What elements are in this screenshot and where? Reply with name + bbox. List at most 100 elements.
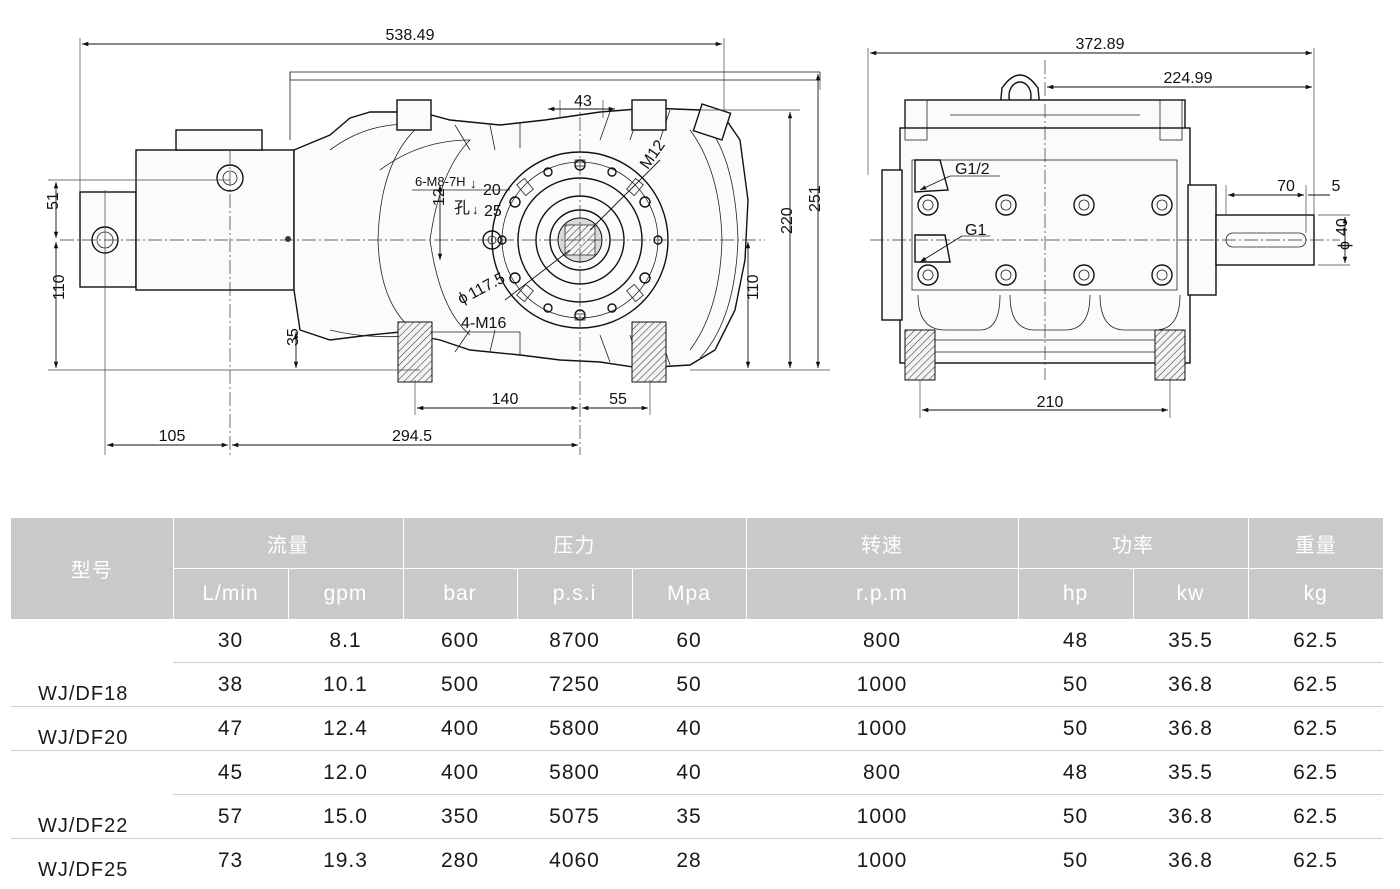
table-cell: 1000 — [746, 838, 1018, 882]
table-cell: 1000 — [746, 706, 1018, 751]
dim-110-left: 110 — [51, 274, 68, 300]
svg-text:↓: ↓ — [472, 202, 479, 217]
table-cell: 62.5 — [1248, 750, 1383, 795]
unit-mpa: Mpa — [631, 568, 746, 619]
dim-51: 51 — [45, 192, 62, 210]
model-name: WJ/DF20 — [11, 706, 173, 751]
dim-12: 12 — [431, 188, 448, 206]
header-weight: 重量 — [1247, 518, 1383, 569]
table-cell: 35 — [632, 794, 746, 839]
table-cell: 36.8 — [1133, 838, 1248, 882]
table-cell: 62.5 — [1248, 662, 1383, 707]
unit-lmin: L/min — [172, 568, 288, 619]
table-cell: 280 — [403, 838, 517, 882]
manifold-block — [135, 149, 295, 291]
header-model: 型号 — [11, 518, 173, 619]
table-cell: 50 — [1018, 794, 1133, 839]
table-cell: 30 — [217, 628, 244, 652]
header-pressure: 压力 — [402, 518, 746, 569]
crankcase-body — [293, 107, 749, 369]
table-cell: 400 — [403, 706, 517, 751]
table-cell: 45 — [173, 750, 288, 795]
unit-psi: p.s.i — [516, 568, 632, 619]
table-cell: 48 — [1018, 750, 1133, 795]
dim-side-224: 224.99 — [1164, 70, 1213, 87]
table-cell: 19.3 — [288, 838, 403, 882]
model-name: WJ/DF18 — [38, 683, 129, 705]
table-cell: 47 — [173, 706, 288, 751]
bolt-4m16: 4-M16 — [461, 315, 506, 332]
header-flow: 流量 — [172, 518, 403, 569]
table-cell: 8.1 — [329, 628, 362, 652]
table-cell: 36.8 — [1133, 662, 1248, 707]
table-cell: 50 — [1018, 838, 1133, 882]
dim-side-width: 372.89 — [1076, 36, 1125, 53]
foot-left — [397, 321, 433, 383]
pump-dimension-drawing: 538.49 43 M12 6-M8-7H ↓ 20 孔 ↓ 25 12 ϕ 1… — [45, 27, 1353, 455]
table-cell: 5800 — [517, 706, 632, 751]
table-cell: 800 — [746, 750, 1018, 795]
table-cell: 800 — [862, 628, 902, 652]
table-cell: 62.5 — [1248, 794, 1383, 839]
front-view: 538.49 43 M12 6-M8-7H ↓ 20 孔 ↓ 25 12 ϕ 1… — [45, 27, 830, 455]
dim-shaft-5: 5 — [1332, 178, 1341, 195]
table-cell: 600 — [440, 628, 480, 652]
table-cell: 36.8 — [1133, 706, 1248, 751]
hole-spec: 6-M8-7H — [415, 174, 466, 189]
table-cell: 48 — [1062, 628, 1089, 652]
table-cell: 62.5 — [1248, 706, 1383, 751]
table-cell: 62.5 — [1293, 628, 1338, 652]
table-cell: 1000 — [746, 662, 1018, 707]
table-cell: 350 — [403, 794, 517, 839]
dim-294: 294.5 — [392, 428, 432, 445]
table-cell: 12.4 — [288, 706, 403, 751]
table-cell: 4060 — [517, 838, 632, 882]
table-cell: 12.0 — [288, 750, 403, 795]
table-cell: 5075 — [517, 794, 632, 839]
table-cell: 73 — [173, 838, 288, 882]
table-cell: 35.5 — [1133, 750, 1248, 795]
header-speed: 转速 — [745, 518, 1018, 569]
table-cell: 40 — [632, 706, 746, 751]
spec-table: 型号 流量 压力 转速 功率 重量 L/min gpm bar p.s.i Mp… — [11, 518, 1383, 882]
table-cell: 5800 — [517, 750, 632, 795]
dim-35: 35 — [285, 328, 302, 346]
table-cell: 15.0 — [288, 794, 403, 839]
dim-base-210: 210 — [1037, 394, 1064, 411]
port-g1: G1 — [965, 222, 986, 239]
dim-overall-length: 538.49 — [386, 27, 435, 44]
table-cell: 38 — [173, 662, 288, 707]
foot-right — [631, 321, 667, 383]
table-cell: 36.8 — [1133, 794, 1248, 839]
dim-220: 220 — [779, 207, 796, 234]
unit-gpm: gpm — [287, 568, 403, 619]
table-cell: 57 — [173, 794, 288, 839]
table-cell: 8700 — [549, 628, 600, 652]
table-cell: 62.5 — [1248, 838, 1383, 882]
model-name: WJ/DF25 — [11, 838, 173, 882]
dim-55: 55 — [609, 391, 627, 408]
table-cell: 40 — [632, 750, 746, 795]
unit-bar: bar — [402, 568, 517, 619]
dim-shaft-dia: 40 — [1334, 218, 1351, 236]
table-cell: 50 — [632, 662, 746, 707]
dim-43: 43 — [574, 93, 592, 110]
inlet-block — [79, 191, 137, 288]
dim-251: 251 — [807, 185, 824, 212]
table-cell: 10.1 — [288, 662, 403, 707]
table-cell: 500 — [403, 662, 517, 707]
dim-140: 140 — [492, 391, 519, 408]
table-cell: 50 — [1018, 706, 1133, 751]
side-view: 372.89 224.99 G1/2 G1 70 5 ϕ 40 210 — [867, 36, 1353, 418]
unit-hp: hp — [1017, 568, 1133, 619]
table-cell: 60 — [676, 628, 702, 652]
dim-shaft-70: 70 — [1277, 178, 1295, 195]
table-cell: 50 — [1018, 662, 1133, 707]
